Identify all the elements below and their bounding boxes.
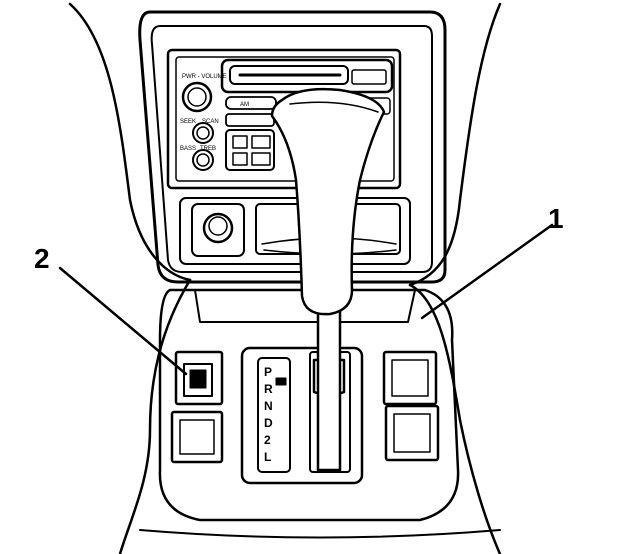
- band-button-label: AM: [240, 102, 249, 108]
- blank-switch-left: [170, 410, 224, 464]
- gear-label-p: P: [264, 365, 272, 379]
- shift-shaft: [316, 298, 342, 472]
- scan-label: SCAN: [202, 119, 219, 125]
- gear-label-r: R: [264, 382, 273, 396]
- radio-knob-label: PWR - VOLUME: [182, 74, 227, 80]
- tone-knob: [192, 149, 214, 171]
- center-stack-bezel: [138, 10, 447, 284]
- blank-switch-right-upper: [382, 350, 438, 406]
- shift-knob: [270, 87, 386, 316]
- gear-label-l: L: [264, 450, 271, 464]
- callout-2: 2: [34, 243, 188, 376]
- volume-knob: [181, 81, 213, 113]
- callout-1-label: 1: [548, 203, 564, 234]
- dash-left-contour: [68, 2, 192, 282]
- gear-label-d: D: [264, 416, 273, 430]
- cigarette-lighter: [202, 212, 234, 244]
- bass-label: BASS: [180, 146, 196, 152]
- overdrive-switch: [174, 350, 224, 406]
- shift-lever: [270, 87, 386, 472]
- callout-2-label: 2: [34, 243, 50, 274]
- left-switch-bank: [170, 350, 224, 464]
- band-button: [225, 96, 277, 110]
- eject-button: [351, 69, 387, 85]
- callout-1-leader: [420, 223, 554, 320]
- right-switch-bank: [382, 350, 440, 462]
- dash-right-contour: [408, 2, 502, 287]
- gear-label-n: N: [264, 399, 273, 413]
- radio-unit: PWR - VOLUME SEEK SCAN BASS TREB AM: [166, 48, 402, 190]
- tune-knob: [192, 122, 214, 144]
- blank-switch-right-lower: [384, 404, 440, 462]
- console-left-side: [118, 278, 192, 554]
- seek-label: SEEK: [180, 119, 196, 125]
- treble-label: TREB: [200, 146, 216, 152]
- console-right-side: [408, 283, 502, 554]
- callout-2-leader: [58, 266, 188, 376]
- callout-1: 1: [420, 203, 564, 320]
- cassette-slot: [229, 65, 349, 85]
- lighter-housing: [191, 203, 245, 257]
- park-indicator-lamp: [275, 377, 287, 386]
- lower-bezel: [179, 197, 411, 265]
- gear-label-2: 2: [264, 433, 271, 447]
